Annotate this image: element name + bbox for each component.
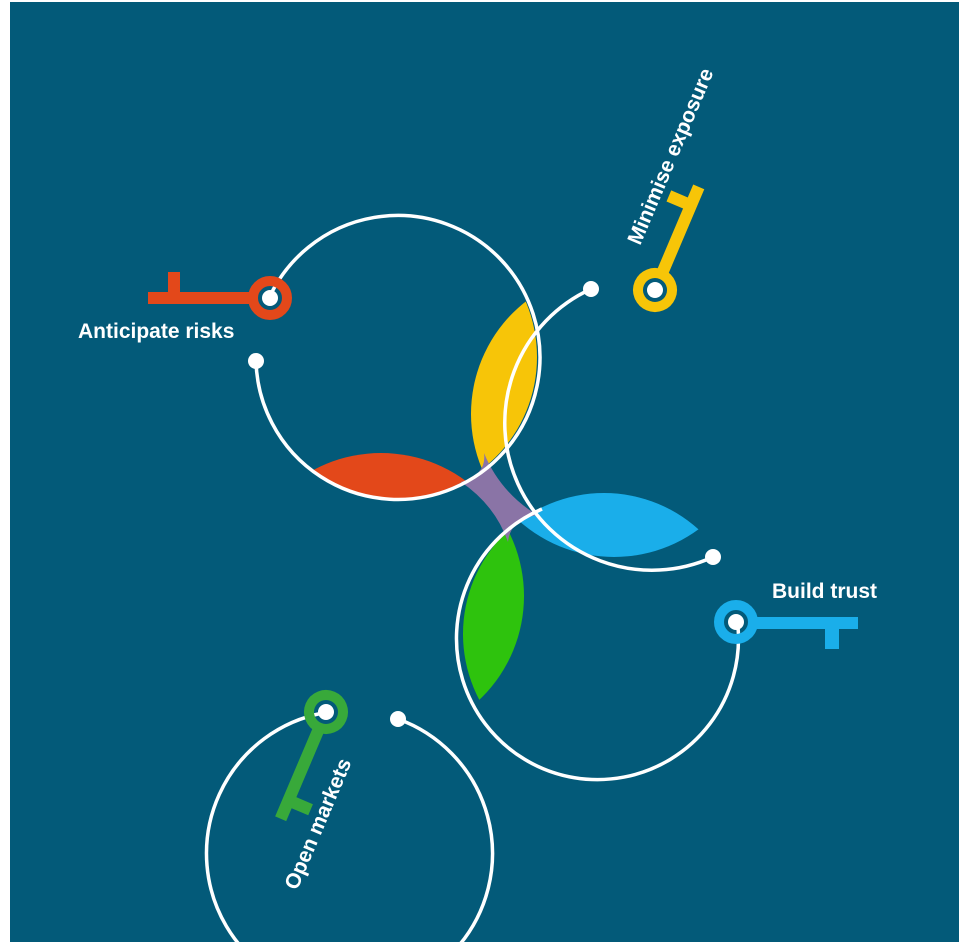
end-dot (583, 281, 599, 297)
label-anticipate-risks: Anticipate risks (78, 320, 234, 343)
ring-open-markets (204, 711, 495, 950)
end-dot (705, 549, 721, 565)
ring-anticipate (254, 213, 542, 502)
key-icon (714, 600, 858, 649)
ring-end-dots (248, 281, 721, 727)
ring-build-trust (454, 507, 741, 782)
ring-minimise (503, 287, 714, 572)
label-build-trust: Build trust (772, 580, 877, 603)
end-dot (248, 353, 264, 369)
key-icon (633, 184, 705, 312)
ring-outlines (204, 213, 741, 950)
key-icon (275, 690, 348, 822)
key-icon (148, 272, 292, 320)
end-dot (390, 711, 406, 727)
